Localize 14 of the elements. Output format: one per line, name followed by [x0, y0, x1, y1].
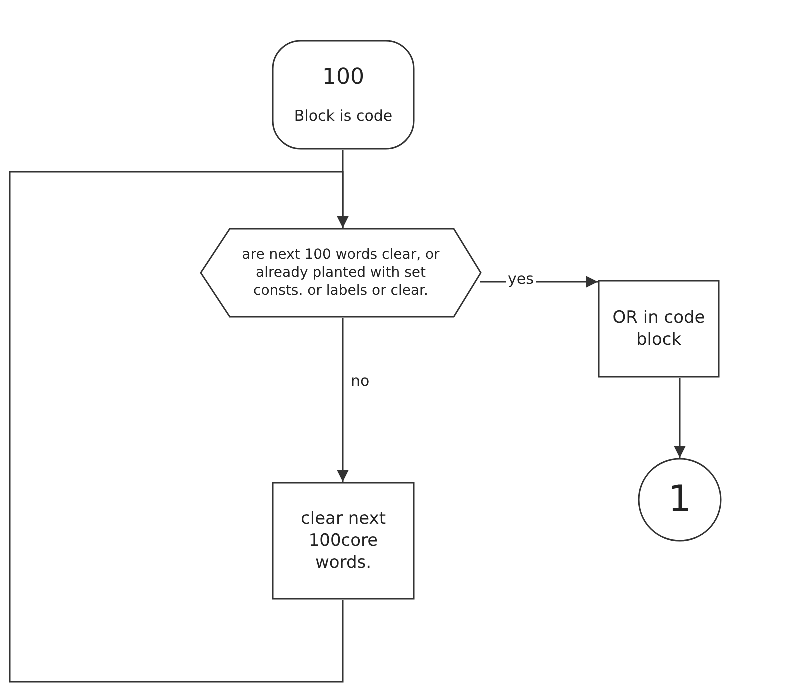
connector-circle [638, 458, 722, 542]
connector-number: 1 [668, 478, 692, 522]
terminal-shape [272, 40, 415, 150]
node-text: Block is code [293, 106, 394, 126]
arrow [337, 318, 349, 482]
node-text: OR in code block [612, 306, 706, 352]
node-text: clear next 100core words. [300, 508, 387, 574]
process-box [272, 482, 415, 600]
process-box [598, 280, 720, 378]
arrow [9, 171, 349, 683]
arrow [674, 378, 686, 458]
node-text: are next 100 words clear, or already planted with set consts. or labels or clear. [241, 246, 441, 300]
block-number: 100 [322, 64, 366, 92]
decision-hexagon [200, 228, 482, 318]
